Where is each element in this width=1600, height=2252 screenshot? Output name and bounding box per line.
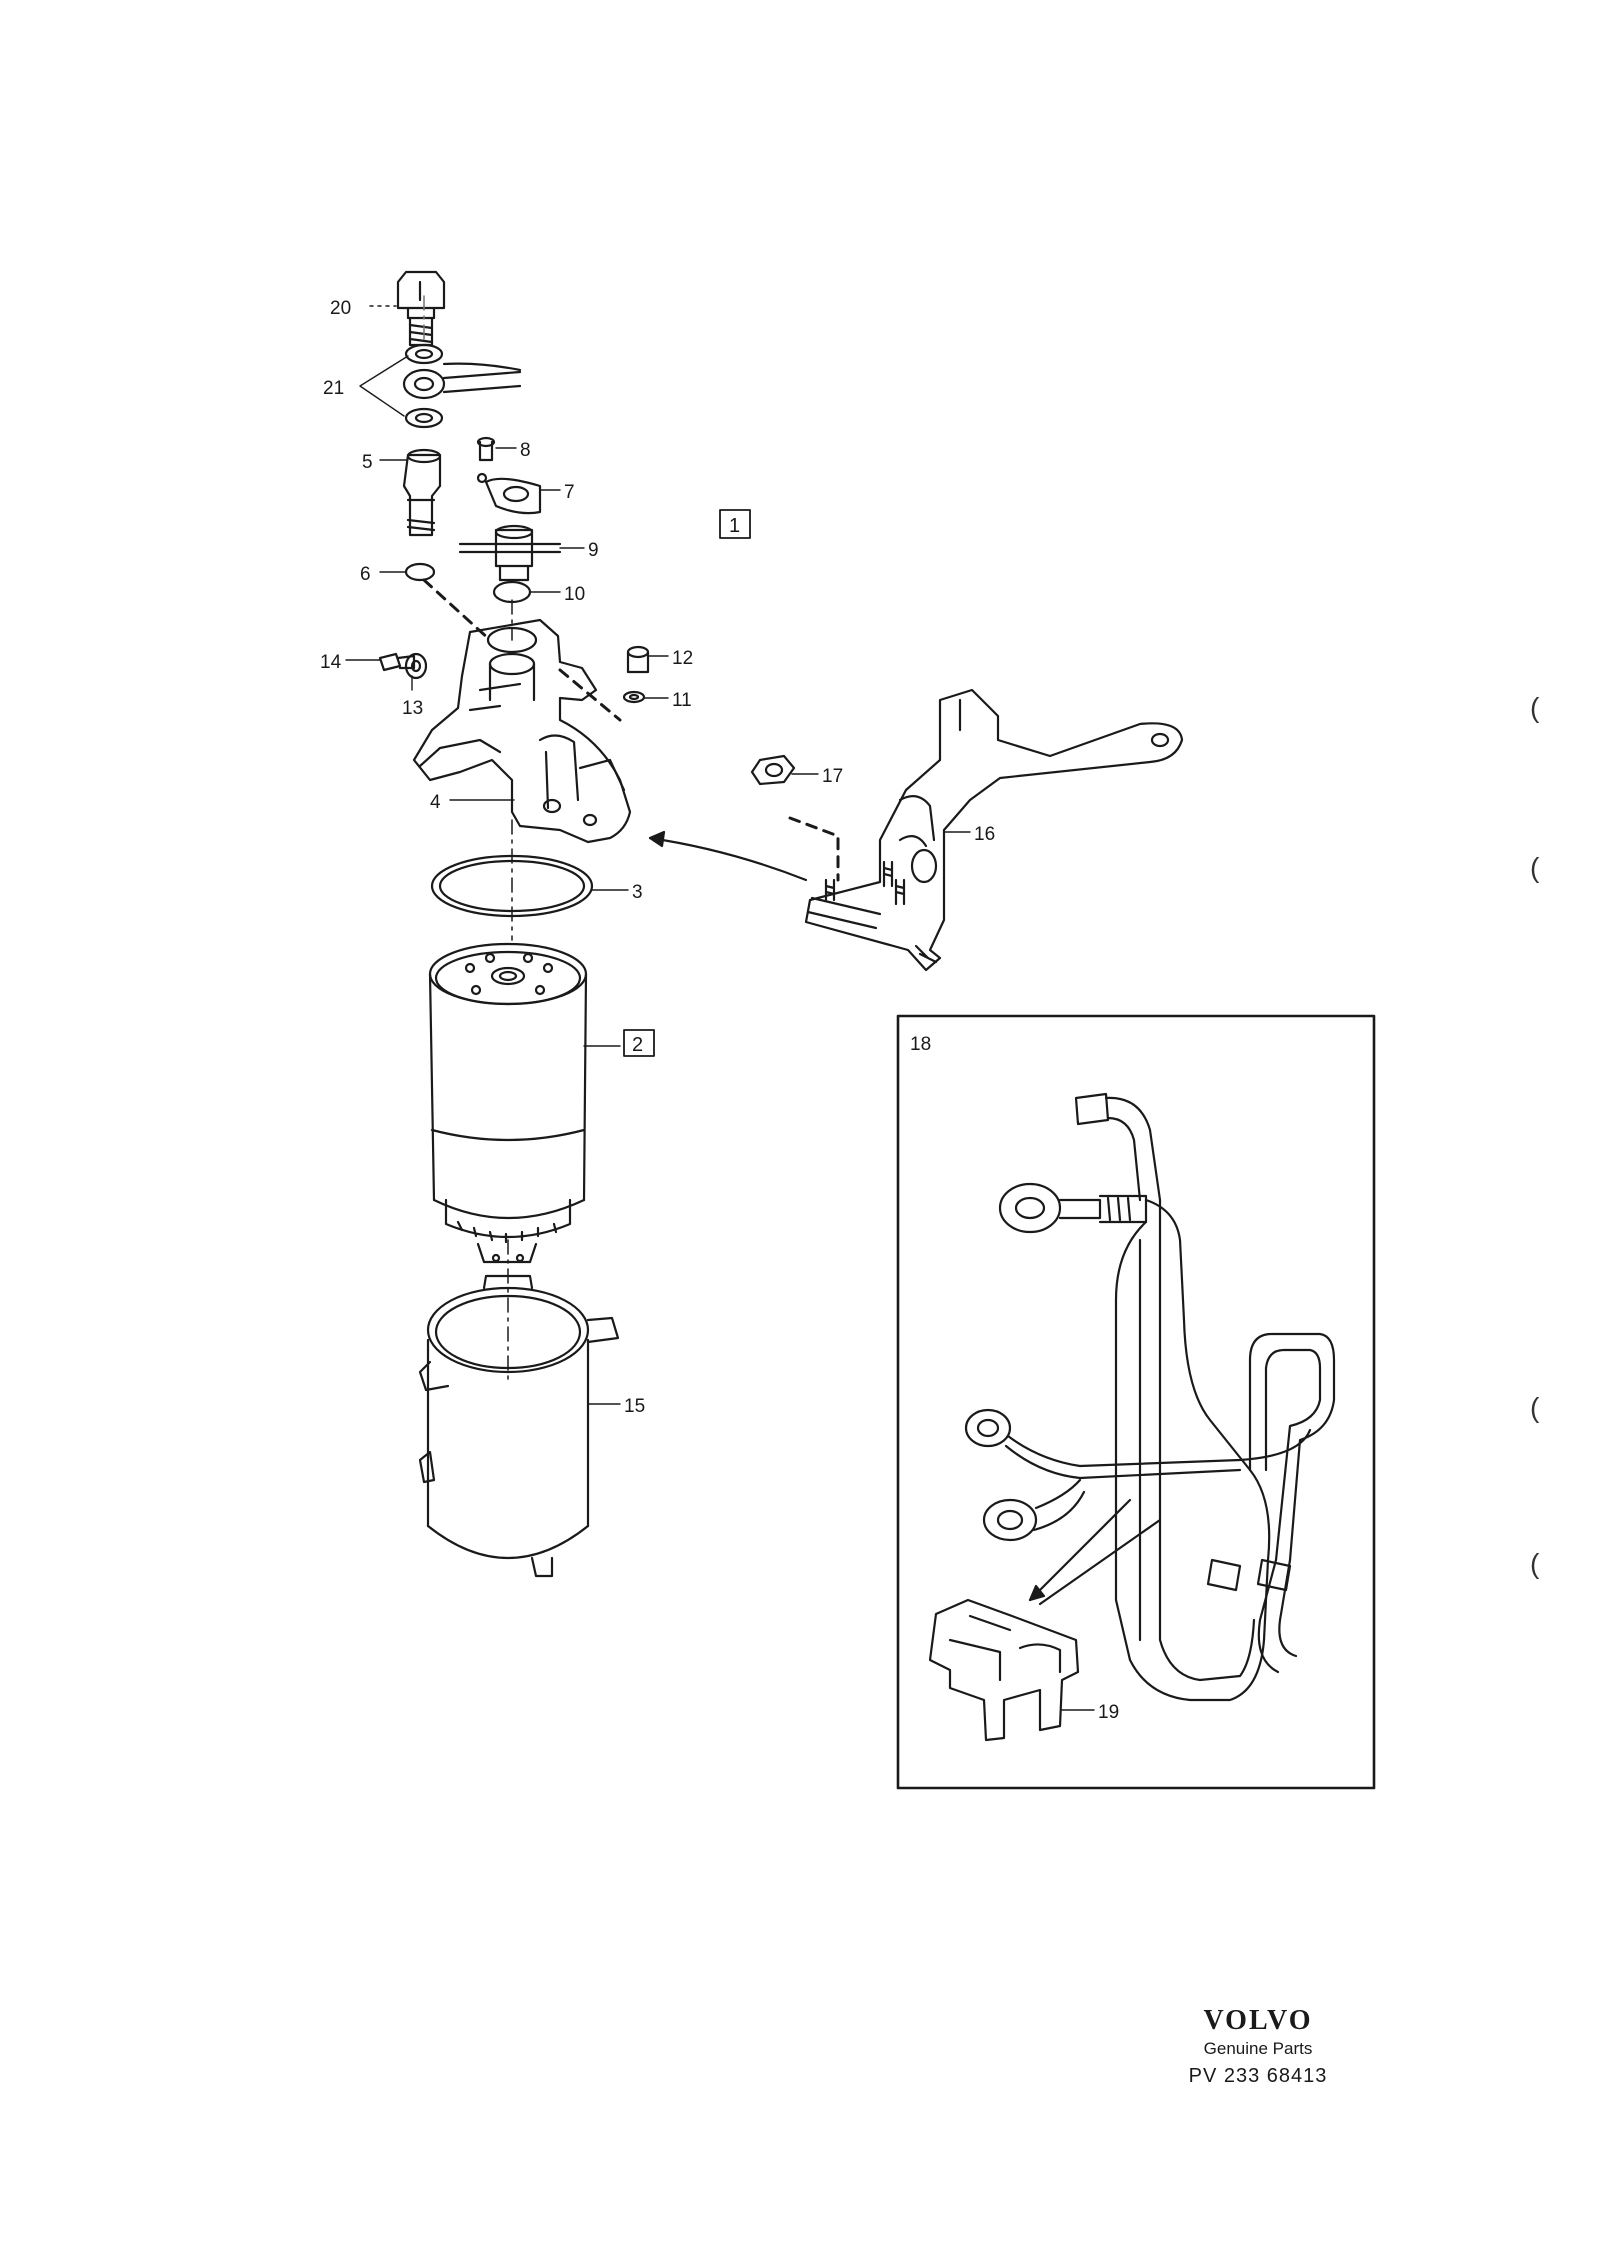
callout-20: 20	[330, 298, 351, 319]
part-15-bowl	[418, 1274, 620, 1578]
part-4-filter-head	[412, 618, 632, 844]
callout-3: 3	[632, 882, 643, 903]
callout-14: 14	[320, 652, 342, 673]
callout-numbers: 20 21 5 8 7 9 6 10 14 13 12 11 4 3 17 16…	[320, 298, 1119, 1723]
callout-4: 4	[430, 792, 441, 813]
part-20-banjo-bolt	[396, 270, 446, 347]
centre-lines	[423, 295, 513, 1381]
part-21-washers-banjo	[402, 343, 522, 429]
callout-leaders	[345, 305, 1095, 1711]
callout-13: 13	[402, 698, 423, 719]
part-17-nut	[750, 754, 796, 786]
part-2-filter-cartridge	[428, 942, 588, 1264]
callout-15: 15	[624, 1396, 645, 1417]
assembly-arrow	[648, 830, 808, 882]
margin-mark-4: (	[1530, 1548, 1540, 1579]
part-16-mounting-bracket	[804, 688, 1184, 972]
part-10-o-ring	[492, 580, 532, 604]
part-6-o-ring	[404, 562, 436, 582]
brand-subtitle: Genuine Parts	[1203, 2039, 1313, 2058]
callout-16: 16	[974, 824, 995, 845]
callout-8: 8	[520, 440, 531, 461]
margin-mark-2: (	[1530, 852, 1540, 883]
boxed-label-1-text: 1	[729, 515, 740, 537]
brand-block: VOLVO Genuine Parts PV 233 68413	[1168, 2005, 1348, 2091]
callout-10: 10	[564, 584, 585, 605]
part-11-washer	[622, 690, 646, 704]
inset-18-label: 18	[910, 1034, 931, 1055]
callout-7: 7	[564, 482, 575, 503]
part-3-seal-ring	[430, 854, 594, 918]
part-7-clamp-plate	[476, 472, 542, 515]
part-12-screw	[626, 645, 650, 674]
diagram-code: PV 233 68413	[1188, 2065, 1328, 2087]
callout-21: 21	[323, 378, 344, 399]
boxed-label-2-text: 2	[632, 1034, 643, 1056]
boxed-label-1: 1	[719, 509, 751, 539]
callout-12: 12	[672, 648, 693, 669]
part-5-nipple	[402, 448, 442, 537]
part-9-valve	[458, 524, 562, 582]
callout-11: 11	[672, 690, 692, 711]
volvo-logo: VOLVO	[1203, 2005, 1313, 2036]
assembly-dashed-lines	[422, 578, 840, 882]
callout-5: 5	[362, 452, 373, 473]
callout-19: 19	[1098, 1702, 1119, 1723]
part-8-screw	[476, 436, 496, 462]
margin-mark-3: (	[1530, 1392, 1540, 1423]
callout-9: 9	[588, 540, 599, 561]
margin-mark-1: (	[1530, 692, 1540, 723]
inset-18-pipes	[896, 1014, 1376, 1790]
part-13-washer	[404, 652, 428, 680]
callout-6: 6	[360, 564, 371, 585]
boxed-label-2: 2	[623, 1029, 655, 1057]
callout-17: 17	[822, 766, 843, 787]
